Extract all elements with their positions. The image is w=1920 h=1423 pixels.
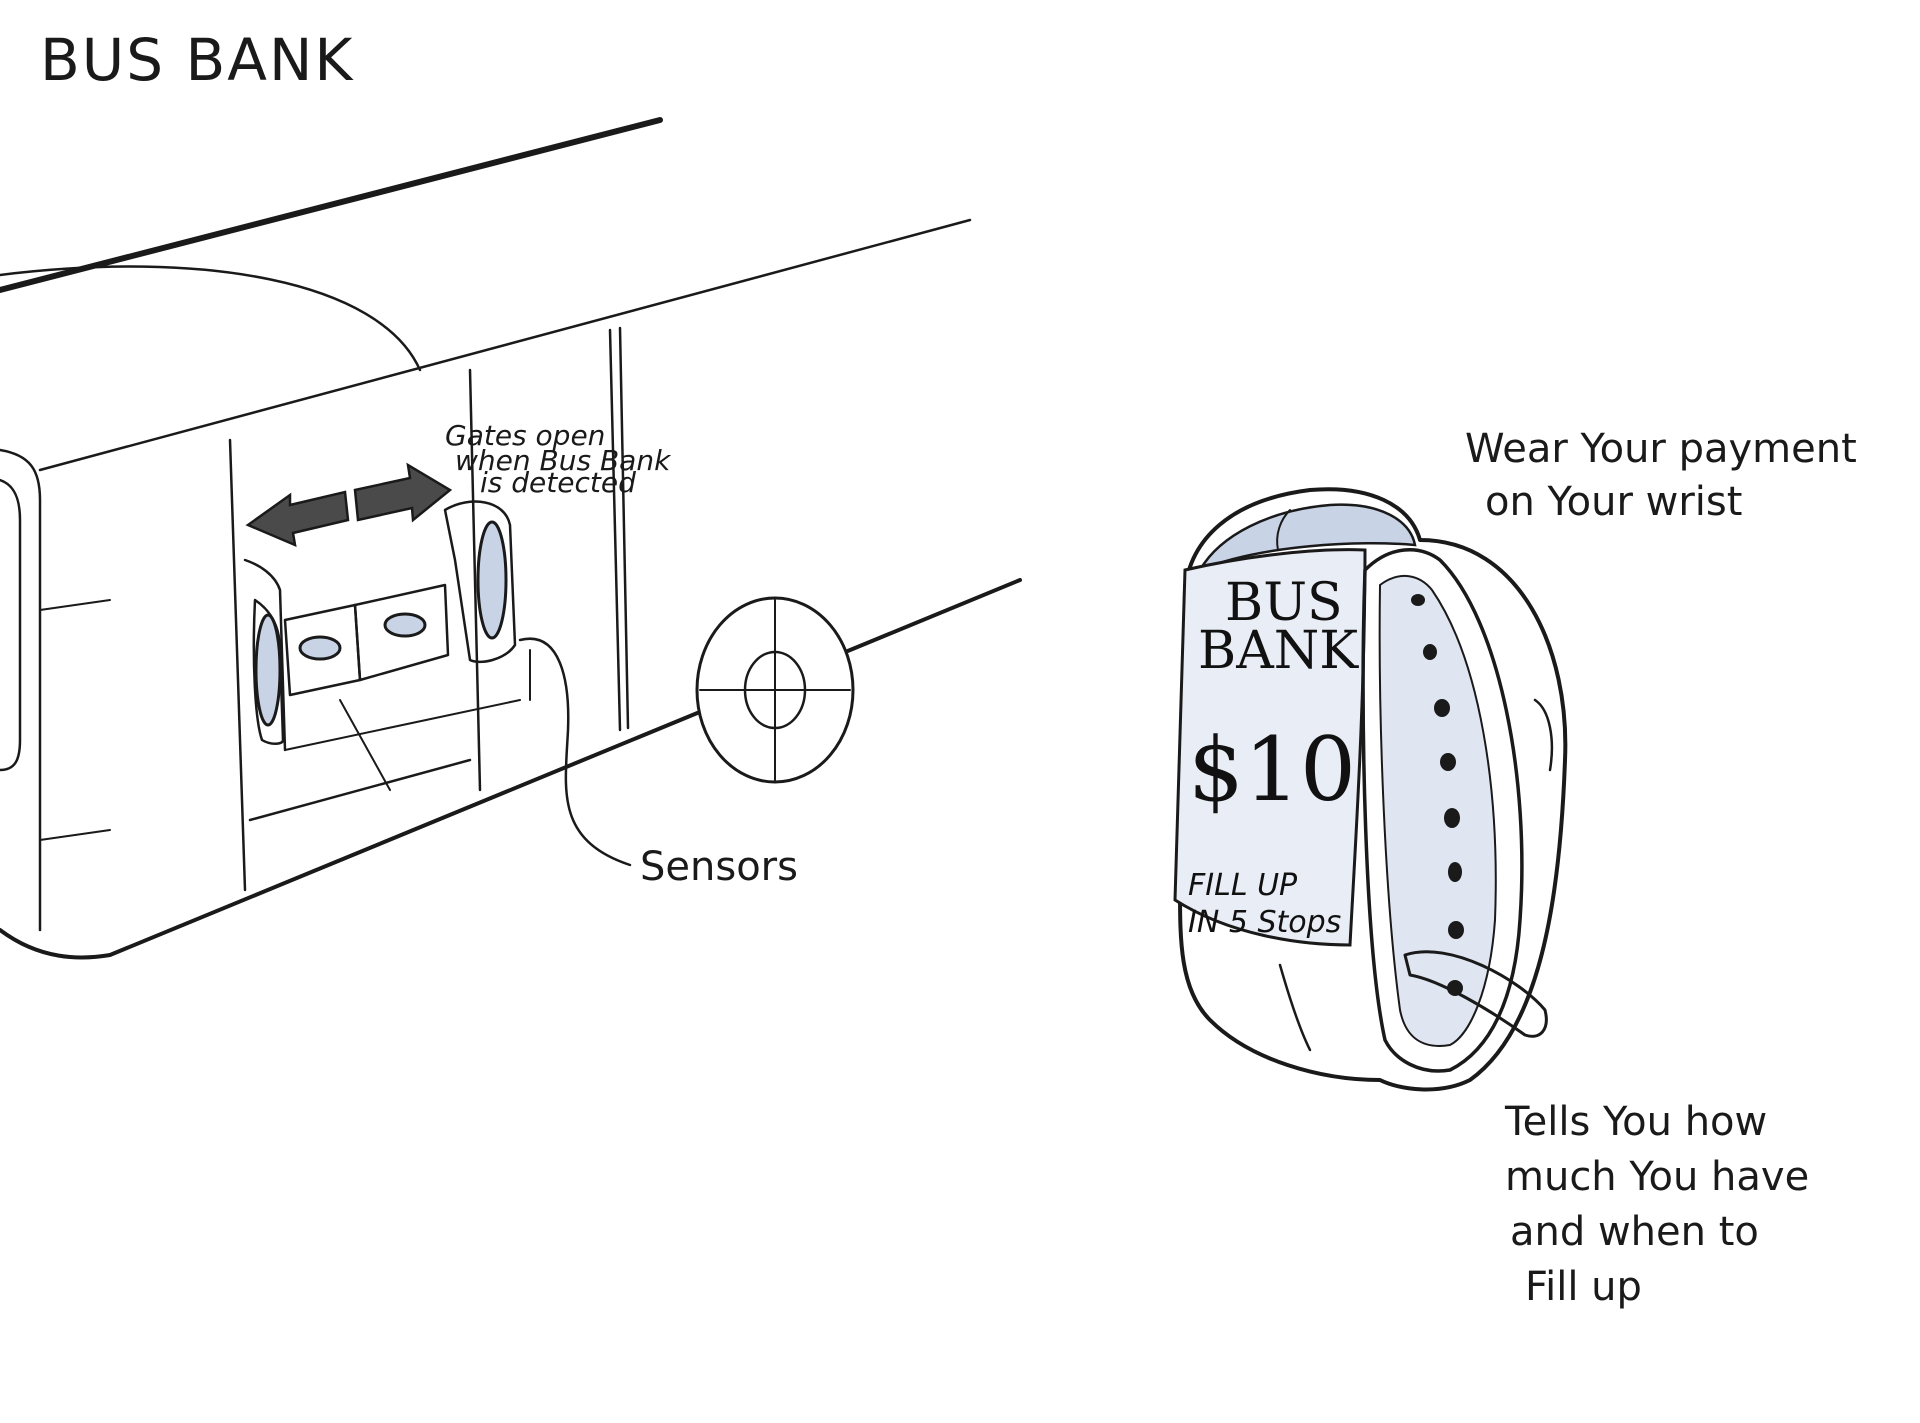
right-gate-pillar (443, 500, 517, 664)
screen-brand-line2: BANK (1198, 621, 1359, 681)
svg-text:Wear Your payment: Wear Your payment (1465, 426, 1857, 472)
wear-note: Wear Your payment on Your wrist (1465, 426, 1857, 525)
svg-text:much You have: much You have (1505, 1154, 1809, 1200)
sensor-wire (518, 637, 632, 867)
strap-hole (1447, 980, 1463, 996)
svg-text:Fill up: Fill up (1525, 1264, 1642, 1310)
svg-text:is detected: is detected (480, 466, 636, 499)
sketch-title: BUS BANK (40, 26, 354, 94)
strap-loop (1403, 950, 1548, 1038)
svg-text:on Your wrist: on Your wrist (1485, 479, 1742, 525)
strap-hole (1434, 699, 1450, 717)
strap-hole (1444, 808, 1460, 828)
svg-text:Gates open: Gates open (445, 419, 605, 452)
screen-notice-line1: FILL UP (1188, 868, 1298, 903)
bus-wheel (695, 596, 855, 784)
left-sensor (254, 613, 282, 727)
gates-note: Gates open when Bus Bank is detected (445, 419, 672, 499)
svg-text:when Bus Bank: when Bus Bank (455, 444, 672, 477)
sensors-label: Sensors (640, 844, 798, 890)
strap-hole (1448, 862, 1462, 882)
strap-hole (1423, 644, 1437, 660)
bus-gate (243, 462, 855, 867)
tells-note: Tells You how much You have and when to … (1504, 1099, 1809, 1310)
gate-arm-right (353, 583, 450, 682)
strap-hole (1440, 753, 1456, 771)
arrow-left-icon (245, 490, 350, 548)
strap-hole (1411, 594, 1425, 606)
svg-text:and when to: and when to (1510, 1209, 1759, 1255)
screen-brand-line1: BUS (1225, 573, 1343, 633)
screen-balance: $10 (1188, 718, 1356, 821)
bus-body (0, 117, 1022, 960)
arrow-right-icon (353, 462, 453, 523)
screen-text: BUS BANK $10 FILL UP IN 5 Stops (1188, 573, 1359, 940)
strap-hole (1448, 921, 1464, 939)
right-sensor (476, 520, 508, 640)
svg-text:Tells You how: Tells You how (1504, 1099, 1767, 1145)
screen-notice-line2: IN 5 Stops (1188, 905, 1341, 940)
wristband (1173, 487, 1568, 1092)
wristband-screen (1173, 548, 1367, 947)
